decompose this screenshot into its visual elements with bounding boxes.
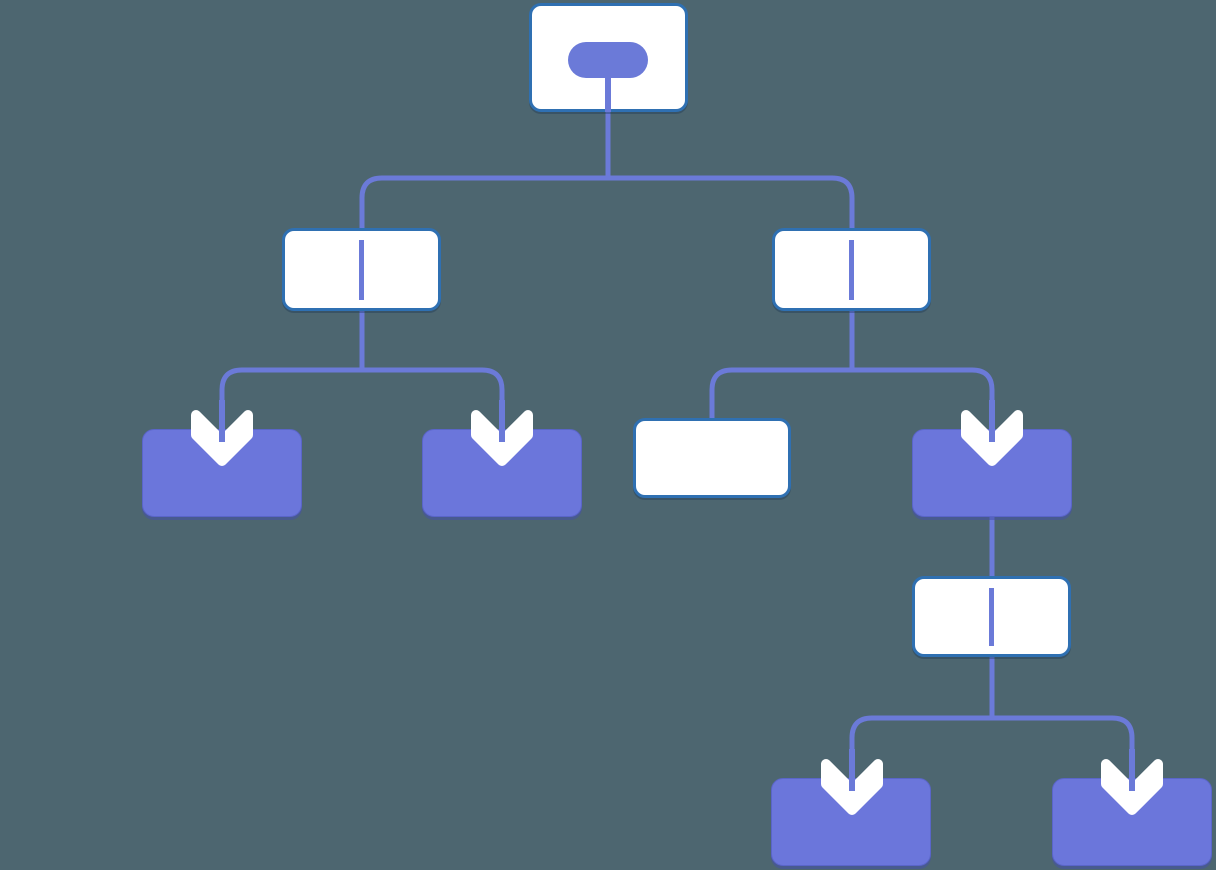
edge-root-to-l1-left [359, 175, 608, 232]
node-l4-b[interactable] [1052, 778, 1212, 866]
node-l3[interactable] [912, 576, 1071, 657]
node-l1-left[interactable] [282, 228, 441, 311]
edge-root-to-l1-right [608, 175, 855, 232]
node-l2-a[interactable] [142, 429, 302, 517]
node-root[interactable] [529, 3, 688, 112]
node-l2-d[interactable] [912, 429, 1072, 517]
edge-l1-right-to-l2-c [709, 367, 852, 420]
node-l2-b[interactable] [422, 429, 582, 517]
node-l1-right[interactable] [772, 228, 931, 311]
node-l2-c[interactable] [633, 418, 791, 498]
node-l4-a[interactable] [771, 778, 931, 866]
